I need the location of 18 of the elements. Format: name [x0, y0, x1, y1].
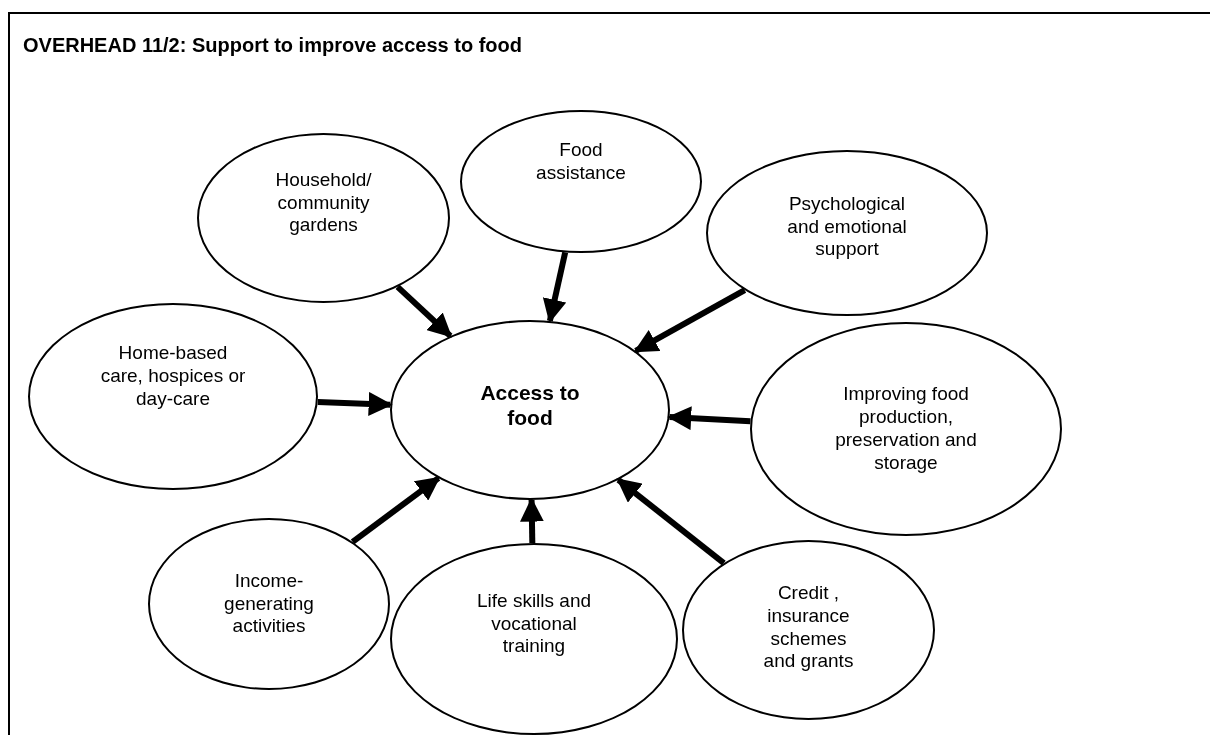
arrow: [667, 406, 751, 431]
arrow: [633, 287, 747, 354]
arrow: [395, 284, 453, 339]
arrow: [317, 391, 393, 416]
arrow: [616, 477, 726, 566]
ellipse-label: Food assistance: [535, 138, 627, 185]
arrow: [542, 251, 569, 324]
ellipse-label: Life skills and vocational training: [475, 589, 593, 659]
ellipse-label: Access to food: [479, 379, 581, 431]
title: OVERHEAD 11/2: Support to improve access to food: [23, 34, 522, 57]
arrow: [519, 497, 544, 544]
ellipse-label: Income-generating activities: [223, 569, 315, 639]
arrow: [350, 475, 441, 545]
ellipse-label: Household/ community gardens: [274, 168, 373, 238]
ellipse-label: Home-based care, hospices or day-care: [99, 342, 247, 411]
ellipse-label: Psychological and emotional support: [786, 192, 908, 262]
ellipse-label: Credit , insurance schemes and grants: [762, 581, 855, 674]
ellipse-label: Improving food production, preservation and storage: [834, 383, 978, 475]
